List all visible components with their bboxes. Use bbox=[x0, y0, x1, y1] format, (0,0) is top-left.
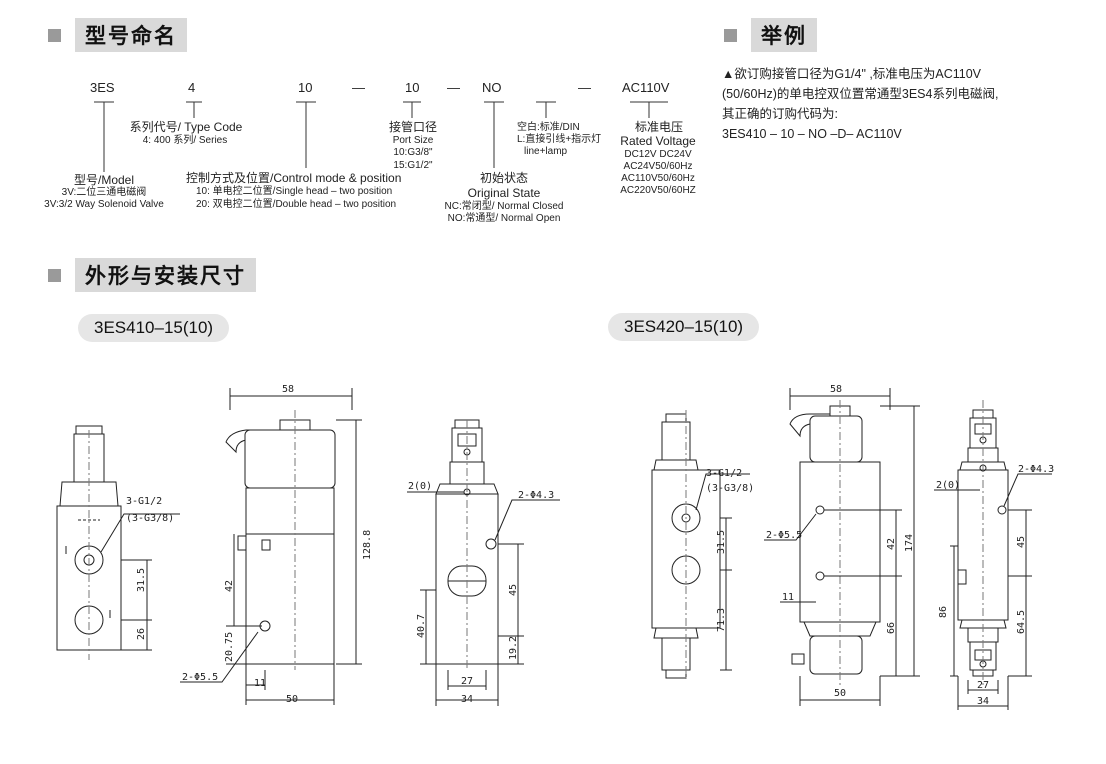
dim-port-label-1: 3-G1/2 bbox=[706, 468, 742, 479]
dim-11: 11 bbox=[254, 678, 266, 689]
model-pill-left: 3ES410–15(10) bbox=[78, 314, 230, 342]
code-part-model: 3ES bbox=[90, 80, 115, 95]
label-din-l: L:直接引线+指示灯 bbox=[517, 134, 602, 145]
label-series-value: 4: 400 系列/ Series bbox=[142, 135, 228, 146]
label-din-blank: 空白:标准/DIN bbox=[517, 122, 580, 133]
dim-31-5: 31.5 bbox=[716, 530, 727, 554]
label-control-title: 控制方式及位置/Control mode & position bbox=[186, 171, 402, 185]
example-line-3: 其正确的订购代码为: bbox=[722, 107, 838, 121]
label-series-title: 系列代号/ Type Code bbox=[129, 120, 243, 134]
drawing-3es420: 3-G1/2 (3-G3/8) 31.5 71.3 58 2-Φ5.5 42 1… bbox=[651, 384, 1054, 710]
label-voltage-1: DC12V DC24V bbox=[624, 149, 692, 160]
code-dash: — bbox=[352, 80, 365, 95]
dim-58: 58 bbox=[282, 384, 294, 395]
dim-58: 58 bbox=[830, 384, 842, 395]
example-line-1: ▲欲订购接管口径为G1/4" ,标准电压为AC110V bbox=[722, 67, 981, 81]
label-din-lamp: line+lamp bbox=[524, 146, 568, 157]
heading-example: 举例 bbox=[724, 18, 817, 52]
label-model-title: 型号/Model bbox=[73, 173, 135, 187]
dim-2-0: 2(0) bbox=[408, 481, 432, 492]
view-side-left bbox=[180, 388, 362, 705]
heading-bullet bbox=[48, 28, 61, 42]
dim-42: 42 bbox=[224, 580, 235, 592]
example-text: ▲欲订购接管口径为G1/4" ,标准电压为AC110V (50/60Hz)的单电… bbox=[722, 64, 1092, 144]
label-voltage-2: AC24V50/60Hz bbox=[623, 161, 693, 172]
code-part-state: NO bbox=[482, 80, 502, 95]
dim-27: 27 bbox=[461, 676, 473, 687]
drawing-3es410: 3-G1/2 (3-G3/8) 31.5 26 58 128.8 42 20.7… bbox=[56, 384, 560, 706]
label-control-20: 20: 双电控二位置/Double head – two position bbox=[196, 199, 397, 210]
dim-174: 174 bbox=[904, 534, 915, 552]
code-dash: — bbox=[447, 80, 460, 95]
label-model-3v-cn: 3V:二位三通电磁阀 bbox=[61, 187, 147, 198]
dim-50: 50 bbox=[834, 688, 846, 699]
example-line-2: (50/60Hz)的单电控双位置常通型3ES4系列电磁阀, bbox=[722, 87, 999, 101]
code-part-control: 10 bbox=[298, 80, 313, 95]
label-model-3v-en: 3V:3/2 Way Solenoid Valve bbox=[44, 199, 164, 210]
dim-50: 50 bbox=[286, 694, 298, 705]
dim-port-label-2: (3-G3/8) bbox=[126, 513, 174, 524]
view-side-right bbox=[764, 388, 920, 706]
dim-40-7: 40.7 bbox=[416, 614, 427, 638]
dim-86: 86 bbox=[938, 606, 949, 618]
heading-bullet bbox=[724, 28, 737, 42]
label-port-15: 15:G1/2" bbox=[393, 160, 433, 171]
dim-2-0: 2(0) bbox=[936, 480, 960, 491]
label-voltage-3: AC110V50/60Hz bbox=[621, 173, 695, 184]
label-port-title-en: Port Size bbox=[392, 135, 434, 146]
example-line-4: 3ES410 – 10 – NO –D– AC110V bbox=[722, 127, 902, 141]
dim-hole-5-5: 2-Φ5.5 bbox=[766, 530, 802, 541]
label-voltage-title-en: Rated Voltage bbox=[620, 134, 696, 148]
dim-128-8: 128.8 bbox=[362, 530, 373, 560]
code-leader-lines bbox=[94, 101, 668, 172]
dim-42: 42 bbox=[886, 538, 897, 550]
dim-hole-4-3: 2-Φ4.3 bbox=[1018, 464, 1054, 475]
label-control-10: 10: 单电控二位置/Single head – two position bbox=[196, 186, 393, 197]
dim-27: 27 bbox=[977, 680, 989, 691]
dim-71-3: 71.3 bbox=[716, 608, 727, 632]
dim-11: 11 bbox=[782, 592, 794, 603]
view-rear-left bbox=[407, 419, 560, 706]
code-part-series: 4 bbox=[188, 80, 196, 95]
dim-20-75: 20.75 bbox=[224, 632, 235, 662]
view-rear-right bbox=[934, 400, 1052, 710]
heading-model-naming-text: 型号命名 bbox=[75, 18, 187, 52]
dim-45: 45 bbox=[1016, 536, 1027, 548]
model-pill-right: 3ES420–15(10) bbox=[608, 313, 760, 341]
label-port-10: 10:G3/8" bbox=[393, 147, 433, 158]
dim-hole-4-3: 2-Φ4.3 bbox=[518, 490, 554, 501]
dim-45: 45 bbox=[508, 584, 519, 596]
heading-bullet bbox=[48, 268, 61, 282]
heading-dimensions: 外形与安装尺寸 bbox=[48, 258, 256, 292]
dim-port-label-2: (3-G3/8) bbox=[706, 483, 754, 494]
label-state-title-en: Original State bbox=[467, 186, 541, 200]
view-front-right bbox=[651, 410, 750, 682]
label-port-title-cn: 接管口径 bbox=[388, 120, 437, 134]
code-dash: — bbox=[578, 80, 591, 95]
dim-port-label-1: 3-G1/2 bbox=[126, 496, 162, 507]
dim-34: 34 bbox=[461, 694, 473, 705]
code-part-voltage: AC110V bbox=[622, 80, 670, 95]
heading-model-naming: 型号命名 bbox=[48, 18, 187, 52]
port-circle bbox=[671, 503, 701, 533]
dim-66: 66 bbox=[886, 622, 897, 634]
dim-hole-5-5: 2-Φ5.5 bbox=[182, 672, 218, 683]
dim-19-2: 19.2 bbox=[508, 636, 519, 660]
heading-example-text: 举例 bbox=[751, 18, 817, 52]
dim-64-5: 64.5 bbox=[1016, 610, 1027, 634]
label-state-no: NO:常通型/ Normal Open bbox=[447, 213, 561, 224]
dim-34: 34 bbox=[977, 696, 989, 707]
label-voltage-4: AC220V50/60HZ bbox=[620, 185, 696, 196]
view-front-left bbox=[56, 425, 180, 660]
label-state-title-cn: 初始状态 bbox=[479, 171, 528, 185]
code-part-port: 10 bbox=[405, 80, 420, 95]
dim-31-5: 31.5 bbox=[136, 568, 147, 592]
dim-26: 26 bbox=[136, 628, 147, 640]
label-voltage-title-cn: 标准电压 bbox=[634, 120, 683, 134]
label-state-nc: NC:常闭型/ Normal Closed bbox=[444, 201, 564, 212]
heading-dimensions-text: 外形与安装尺寸 bbox=[75, 258, 256, 292]
